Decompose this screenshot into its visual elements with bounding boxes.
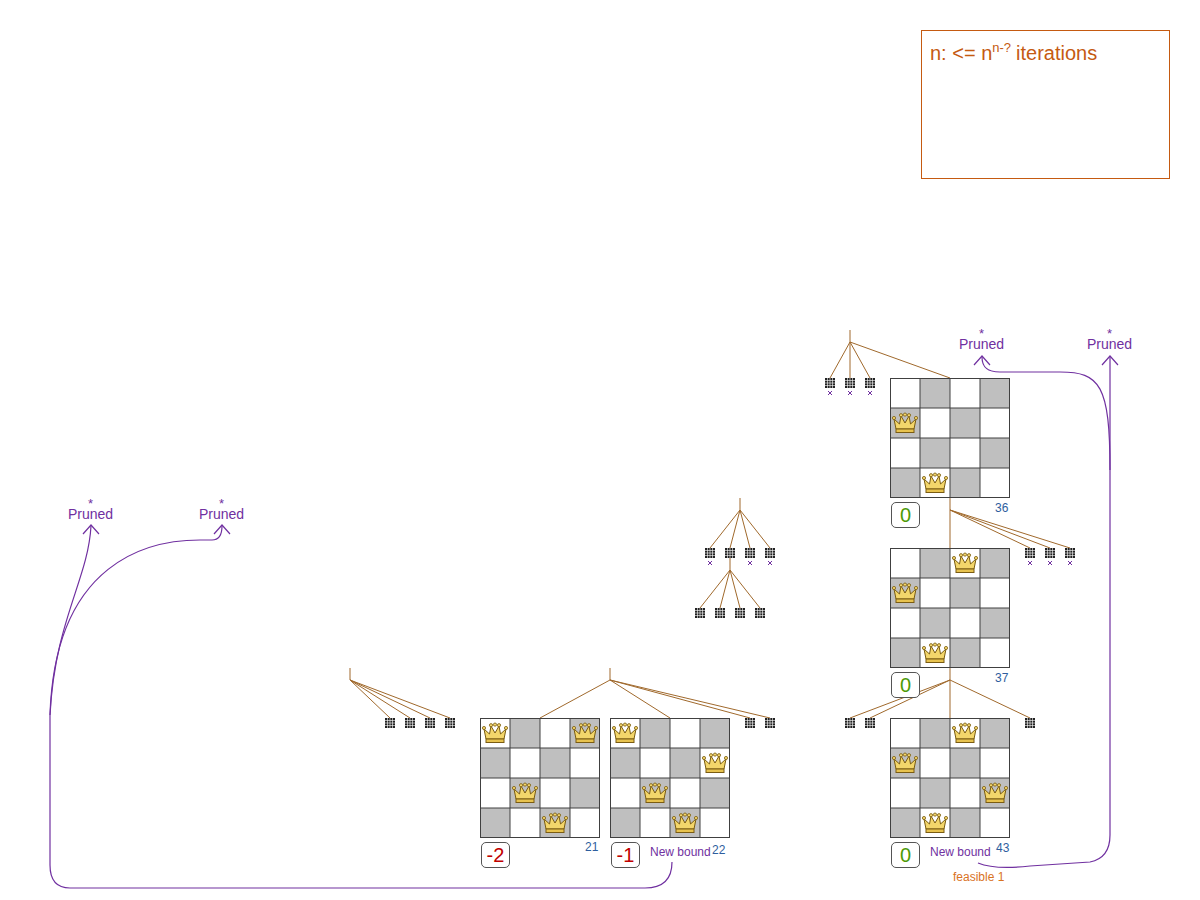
exponent-text: n-? [992,40,1011,55]
mini-boards [385,378,1075,728]
step-number: 37 [995,672,1008,685]
pruned-label: Pruned [959,337,1004,352]
prune-arrows [50,356,1118,888]
note-text: iterations [1016,42,1097,64]
score-value: 0 [900,844,911,866]
score-value: -2 [487,844,505,866]
score-box: -2 [481,842,510,868]
score-box: 0 [891,502,920,528]
step-number: 36 [995,502,1008,515]
step-number: 43 [996,842,1009,855]
score-value: 0 [900,504,911,526]
score-box: 0 [891,672,920,698]
tree-lines [350,330,1070,718]
score-value: 0 [900,674,911,696]
bound-note: New bound [930,846,991,859]
feasible-note: feasible 1 [953,871,1004,884]
step-number: 21 [585,841,598,854]
score-box: 0 [891,842,920,868]
pruned-label: Pruned [68,507,113,522]
step-number: 22 [712,844,725,857]
score-value: -1 [617,844,635,866]
note-text: n: <= n [930,42,992,64]
score-box: -1 [611,842,640,868]
pruned-label: Pruned [1087,337,1132,352]
pruned-label: Pruned [199,507,244,522]
note-box: n: <= nn-? iterations [921,30,1170,179]
bound-note: New bound [650,846,711,859]
chess-boards [480,378,1010,838]
queens [482,413,1007,833]
